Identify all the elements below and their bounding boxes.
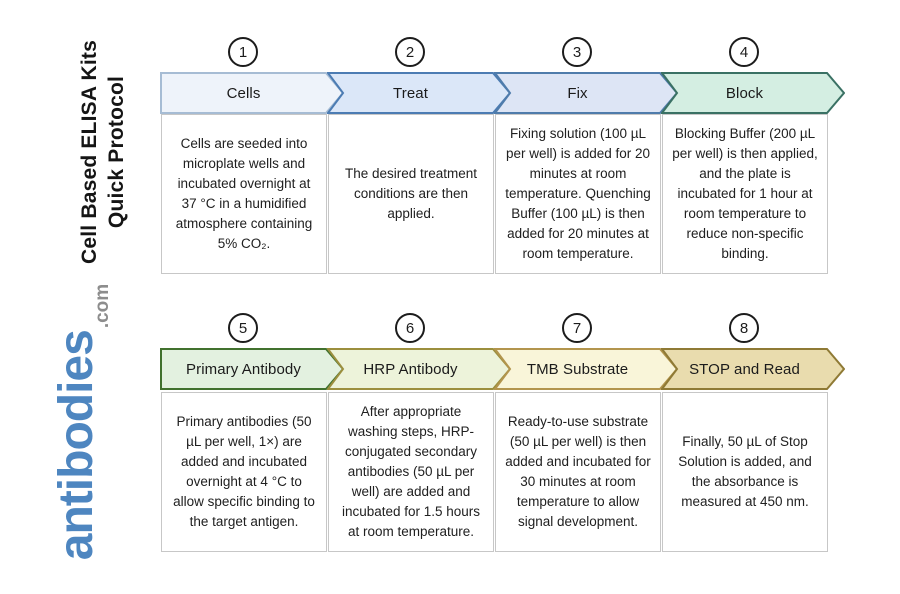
step-description-box-5: Primary antibodies (50 µL per well, 1×) …: [161, 392, 327, 552]
step-number-badge-7: 7: [562, 313, 592, 343]
page-title-line1: Cell Based ELISA Kits: [78, 40, 101, 264]
step-description-6: After appropriate washing steps, HRP-con…: [341, 404, 481, 539]
step-chevron-8: [661, 348, 845, 390]
step-description-box-3: Fixing solution (100 µL per well) is add…: [495, 114, 661, 274]
step-number-badge-8: 8: [729, 313, 759, 343]
step-description-1: Cells are seeded into microplate wells a…: [175, 136, 313, 251]
step-number-badge-2: 2: [395, 37, 425, 67]
step-label-2: Treat: [393, 84, 428, 102]
chevron-shape-4: [661, 72, 845, 114]
step-description-2: The desired treatment conditions are the…: [344, 166, 478, 221]
step-description-box-6: After appropriate washing steps, HRP-con…: [328, 392, 494, 552]
chevron-shape-7: [494, 348, 678, 390]
step-label-4: Block: [725, 84, 764, 102]
step-description-box-7: Ready-to-use substrate (50 µL per well) …: [495, 392, 661, 552]
step-description-3: Fixing solution (100 µL per well) is add…: [505, 126, 651, 261]
step-description-5: Primary antibodies (50 µL per well, 1×) …: [173, 414, 315, 529]
step-description-8: Finally, 50 µL of Stop Solution is added…: [678, 434, 812, 509]
step-label-1: Cells: [226, 84, 261, 102]
step-chevron-2: [327, 72, 511, 114]
step-description-7: Ready-to-use substrate (50 µL per well) …: [505, 414, 651, 529]
chevron-shape-8: [661, 348, 845, 390]
step-label-8: STOP and Read: [689, 360, 800, 378]
step-description-box-1: Cells are seeded into microplate wells a…: [161, 114, 327, 274]
chevron-shape-2: [327, 72, 511, 114]
step-label-3: Fix: [567, 84, 588, 102]
step-number-badge-6: 6: [395, 313, 425, 343]
step-number-badge-5: 5: [228, 313, 258, 343]
step-chevron-6: [327, 348, 511, 390]
step-label-5: Primary Antibody: [186, 360, 301, 378]
step-number-badge-3: 3: [562, 37, 592, 67]
brand-logo-tld: .com: [92, 283, 113, 329]
step-number-badge-1: 1: [228, 37, 258, 67]
step-description-box-4: Blocking Buffer (200 µL per well) is the…: [662, 114, 828, 274]
chevron-shape-6: [327, 348, 511, 390]
step-chevron-4: [661, 72, 845, 114]
chevron-shape-3: [494, 72, 678, 114]
page-title: Cell Based ELISA Kits Quick Protocol: [76, 32, 130, 272]
step-chevron-3: [494, 72, 678, 114]
brand-logo: antibodies.com: [49, 257, 119, 587]
step-number-badge-4: 4: [729, 37, 759, 67]
step-label-6: HRP Antibody: [363, 360, 458, 378]
step-description-box-8: Finally, 50 µL of Stop Solution is added…: [662, 392, 828, 552]
brand-logo-text: antibodies: [50, 330, 103, 561]
step-description-4: Blocking Buffer (200 µL per well) is the…: [672, 126, 818, 261]
page-title-line2: Quick Protocol: [105, 75, 128, 229]
step-description-box-2: The desired treatment conditions are the…: [328, 114, 494, 274]
step-label-7: TMB Substrate: [526, 360, 629, 378]
step-chevron-7: [494, 348, 678, 390]
